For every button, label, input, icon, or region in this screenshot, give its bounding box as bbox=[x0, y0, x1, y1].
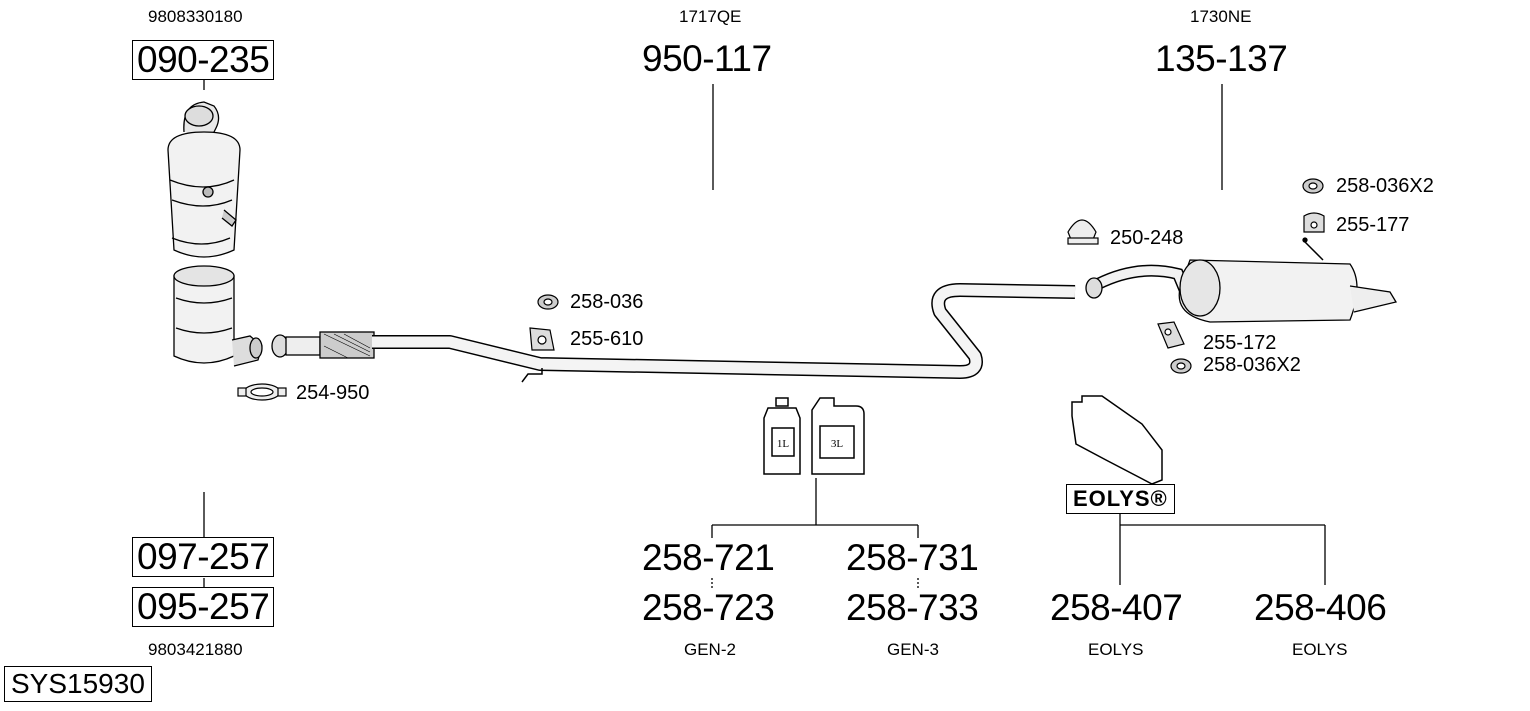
dpf-part-number-a[interactable]: 097-257 bbox=[132, 537, 275, 577]
rear-silencer-part-number[interactable]: 135-137 bbox=[1155, 38, 1288, 79]
bottle-1l-icon bbox=[763, 397, 801, 475]
rear-silencer-drawing bbox=[1085, 237, 1398, 323]
gen2-part-b[interactable]: 258-723 bbox=[642, 587, 775, 628]
bracket-255-172-label[interactable]: 255-172 bbox=[1203, 332, 1277, 354]
bottle-1l-label: 1L bbox=[777, 438, 790, 450]
bracket-255-177-label[interactable]: 255-177 bbox=[1336, 214, 1410, 236]
rubber-258-036x2-top-label[interactable]: 258-036X2 bbox=[1336, 175, 1434, 197]
eolys-bracket bbox=[1119, 514, 1326, 585]
fluids-bracket bbox=[711, 478, 919, 588]
dpf-drawing bbox=[173, 265, 375, 367]
gen3-part-b[interactable]: 258-733 bbox=[846, 587, 979, 628]
bottle-3l-label: 3L bbox=[831, 438, 844, 450]
mid-pipe-oem: 1717QE bbox=[679, 7, 742, 26]
gen2-name: GEN-2 bbox=[684, 640, 736, 659]
clamp-250-248-icon bbox=[1067, 219, 1099, 245]
eolys-part-b[interactable]: 258-406 bbox=[1254, 587, 1387, 628]
eolys-pouch-icon bbox=[1071, 395, 1163, 485]
clamp-250-248-label[interactable]: 250-248 bbox=[1110, 227, 1184, 249]
dpf-part-number-b[interactable]: 095-257 bbox=[132, 587, 275, 627]
mid-pipe-drawing bbox=[372, 283, 1076, 383]
bracket-255-172-icon bbox=[1157, 321, 1185, 349]
dpf-oem: 9803421880 bbox=[148, 640, 243, 659]
rear-silencer-oem: 1730NE bbox=[1190, 7, 1252, 26]
catalyst-drawing bbox=[167, 101, 241, 258]
eolys-part-a-name: EOLYS bbox=[1088, 640, 1144, 659]
catalyst-part-number[interactable]: 090-235 bbox=[132, 40, 275, 80]
system-code: SYS15930 bbox=[4, 666, 152, 702]
rubber-258-036-label[interactable]: 258-036 bbox=[570, 291, 644, 313]
rubber-258-036x2-bottom-label[interactable]: 258-036X2 bbox=[1203, 354, 1301, 376]
eolys-part-a[interactable]: 258-407 bbox=[1050, 587, 1183, 628]
rubber-258-036x2-top-icon bbox=[1302, 178, 1324, 194]
clamp-254-950-icon bbox=[237, 383, 287, 401]
gen2-part-a[interactable]: 258-721 bbox=[642, 537, 775, 578]
clamp-254-950-label[interactable]: 254-950 bbox=[296, 382, 370, 404]
mid-pipe-part-number[interactable]: 950-117 bbox=[642, 38, 772, 79]
catalyst-oem: 9808330180 bbox=[148, 7, 243, 26]
gen3-name: GEN-3 bbox=[887, 640, 939, 659]
gen3-part-a[interactable]: 258-731 bbox=[846, 537, 979, 578]
eolys-part-b-name: EOLYS bbox=[1292, 640, 1348, 659]
bracket-255-610-icon bbox=[529, 327, 555, 351]
bracket-255-177-icon bbox=[1303, 212, 1325, 233]
eolys-logo: EOLYS® bbox=[1066, 484, 1175, 514]
rubber-258-036-icon bbox=[537, 294, 559, 310]
bottle-3l-icon bbox=[811, 397, 865, 475]
rubber-258-036x2-bottom-icon bbox=[1170, 358, 1192, 374]
bracket-255-610-label[interactable]: 255-610 bbox=[570, 328, 644, 350]
